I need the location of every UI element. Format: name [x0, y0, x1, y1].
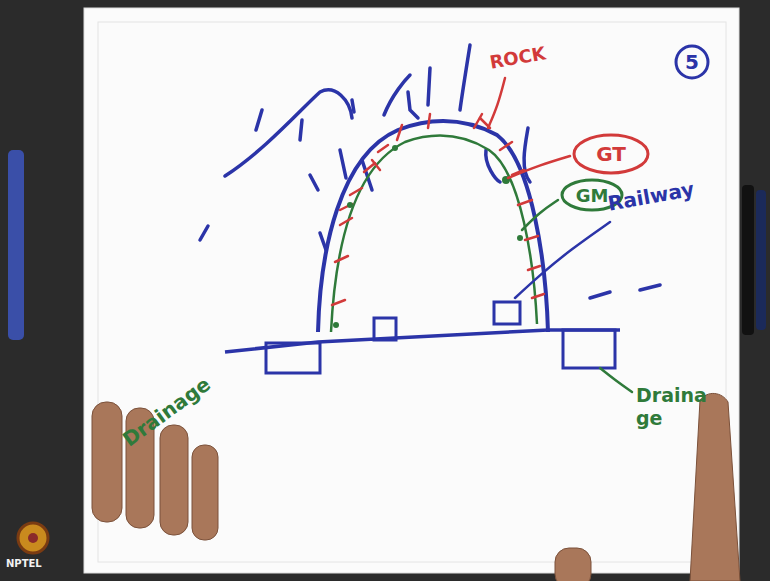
rail-level: [225, 330, 620, 352]
geomembrane-line: [331, 136, 537, 332]
rail-block: [494, 302, 520, 324]
geotextile-hatch: [332, 114, 544, 305]
pen: [8, 150, 24, 340]
paper-border: [98, 22, 726, 562]
leader-line: [600, 368, 632, 392]
drainage-box: [266, 343, 320, 373]
tunnel-lining: [318, 121, 548, 332]
leader-line: [488, 78, 505, 128]
page-number-circle: 5: [674, 44, 710, 80]
pen: [756, 190, 766, 330]
rock-strokes: [200, 45, 660, 298]
watermark: NPTEL: [6, 558, 42, 570]
leader-lines: [488, 78, 632, 392]
rail-block: [374, 318, 396, 340]
paper: [84, 8, 739, 573]
outline-shape: [574, 135, 648, 173]
leader-line: [522, 200, 558, 230]
annotation-label: Draina ge: [636, 384, 706, 430]
geomembrane-dots: [333, 145, 523, 328]
outline-shape: [676, 46, 708, 78]
label-text: 5: [685, 50, 699, 74]
leader-line: [515, 222, 610, 298]
label-text: GT: [596, 142, 626, 166]
logo: [28, 533, 38, 543]
pen: [742, 185, 754, 335]
label-text: GM: [576, 185, 609, 206]
logo: [18, 523, 48, 553]
drainage-box: [563, 330, 615, 368]
leader-line: [508, 156, 570, 178]
label-ellipse: GT: [572, 133, 650, 175]
